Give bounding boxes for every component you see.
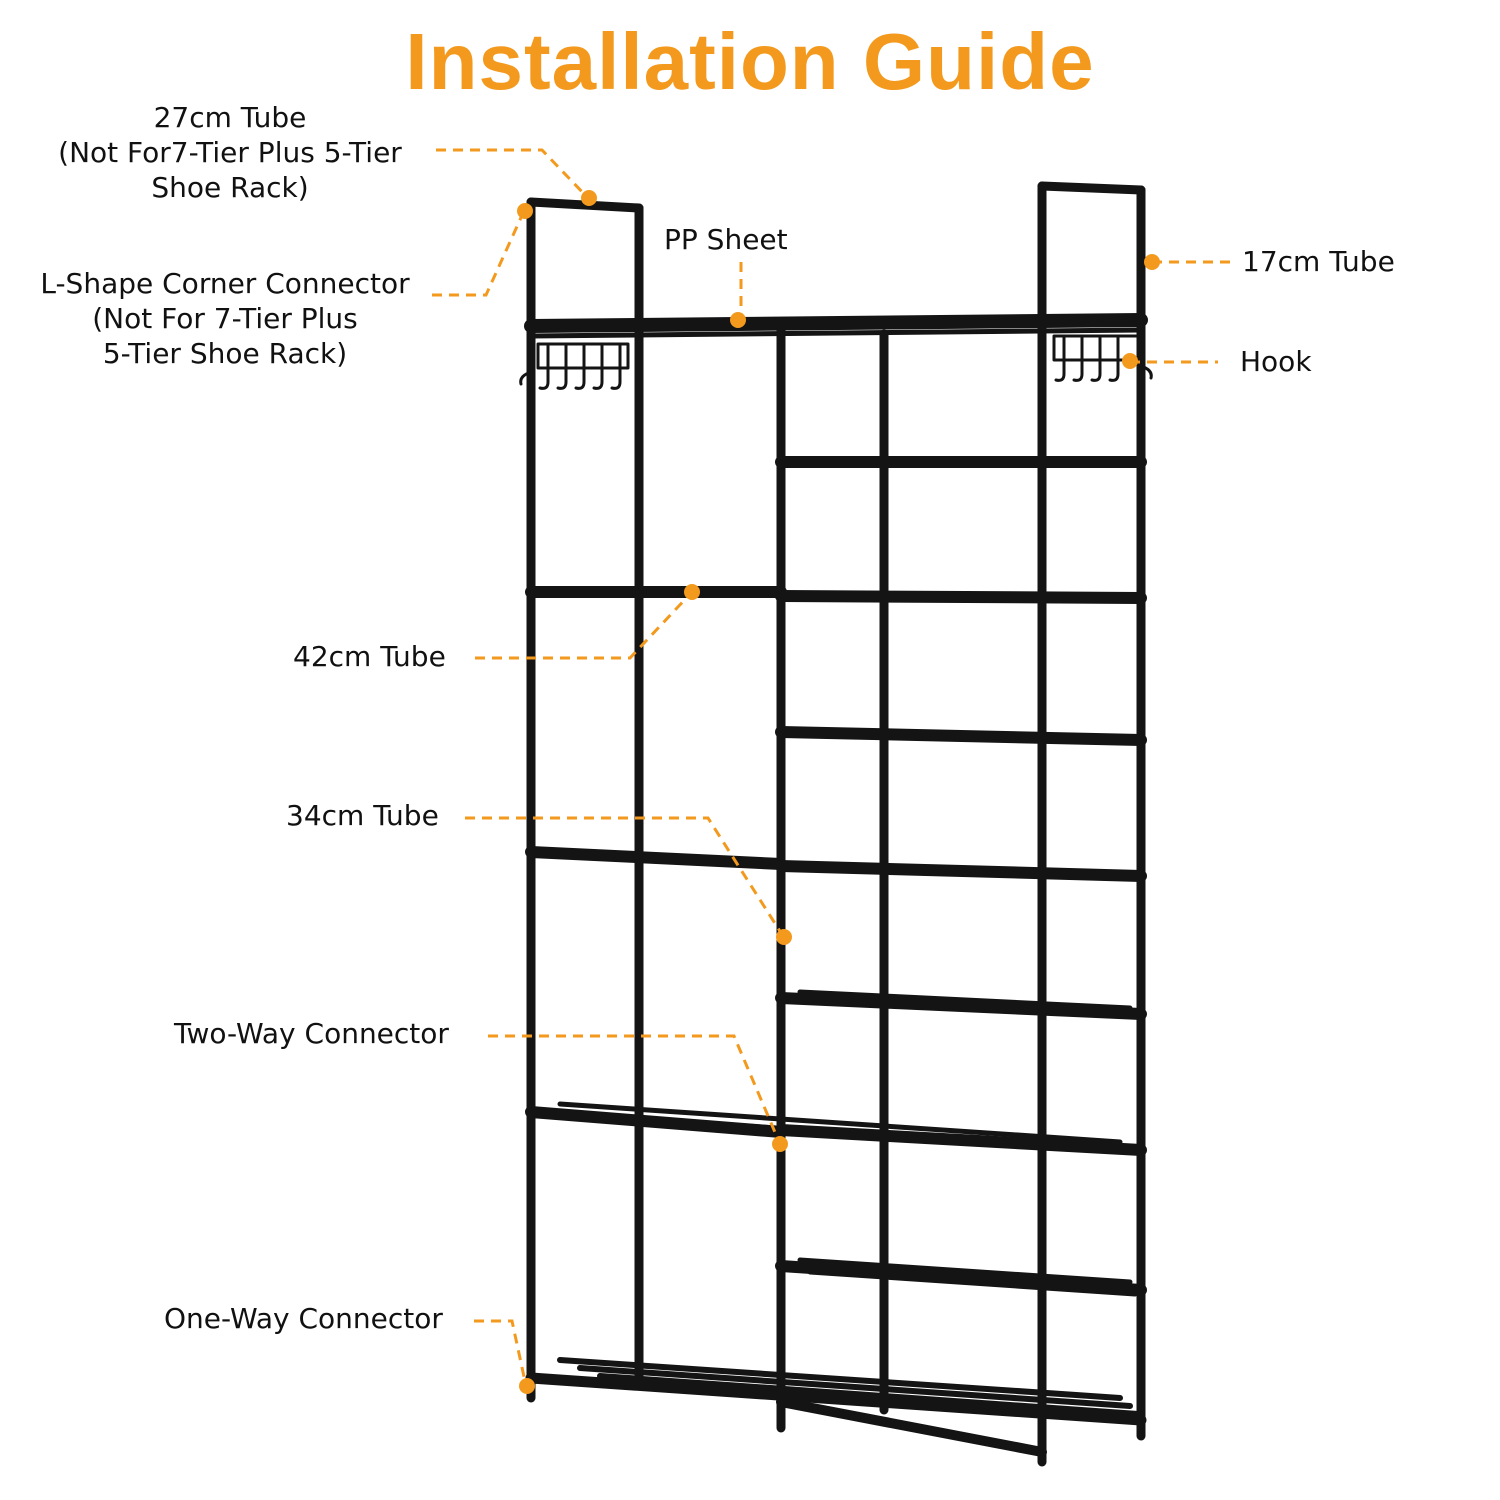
shelf-bar (797, 1257, 1133, 1285)
leader-34cm-tube (465, 816, 785, 937)
dot-hook (1122, 353, 1138, 369)
leader-27cm-tube (436, 148, 590, 200)
lower-shelf-bars (557, 989, 1138, 1297)
bottom-shelf-front-rail (525, 1372, 1147, 1426)
dot-27cm-tube (581, 190, 597, 206)
dot-34cm-tube (776, 929, 792, 945)
callout-leaders (432, 148, 1232, 1387)
hook-arm (1108, 334, 1120, 382)
dot-pp-sheet (730, 312, 746, 328)
bottom-shelf-bar (597, 1373, 1141, 1417)
shoe-rack-frame (519, 181, 1153, 1467)
right-hook (1052, 334, 1153, 382)
dot-42cm-tube (684, 584, 700, 600)
callout-line: Shoe Rack) (151, 171, 309, 204)
callout-two-way-connector: Two-Way Connector (174, 1017, 449, 1050)
right-top-tube (1037, 181, 1146, 195)
bottom-shelf-bar (557, 1357, 1123, 1401)
shelf-bar (807, 1269, 1138, 1297)
callout-42cm-tube: 42cm Tube (293, 640, 446, 673)
hook-arm (1054, 334, 1066, 382)
hook-arm (1090, 334, 1102, 382)
callout-pp-sheet: PP Sheet (664, 223, 788, 256)
hook-arm (592, 342, 604, 390)
shelf-bar (557, 1101, 1123, 1145)
top-shelf-front-rail (524, 313, 1148, 333)
right-shelf-3 (775, 590, 1147, 604)
bottom-shelf (525, 1357, 1147, 1457)
hook-arm (1072, 334, 1084, 382)
dot-17cm-tube (1144, 254, 1160, 270)
leader-two-way-connector (488, 1034, 782, 1145)
hook-arm (538, 342, 550, 390)
left-top-tube (526, 197, 644, 213)
callout-dots (517, 190, 1160, 1394)
callout-34cm-tube: 34cm Tube (286, 799, 439, 832)
leader-one-way-connector (474, 1319, 528, 1387)
callout-line: (Not For 7-Tier Plus (92, 302, 358, 335)
callout-27cm-tube: 27cm Tube (Not For7-Tier Plus 5-Tier Sho… (30, 100, 430, 205)
bottom-shelf-bar (577, 1365, 1133, 1409)
callout-one-way-connector: One-Way Connector (164, 1302, 443, 1335)
right-shelf-8 (775, 1260, 1147, 1296)
right-shelves (775, 456, 1147, 1296)
right-shelf-4 (775, 726, 1147, 746)
left-shelves (525, 586, 787, 1138)
top-handles (526, 181, 1146, 213)
shelf-bar (567, 1111, 1133, 1155)
shelf-bar (797, 989, 1133, 1011)
right-shelf-5 (775, 860, 1147, 882)
callout-l-shape-connector: L-Shape Corner Connector (Not For 7-Tier… (20, 266, 430, 371)
right-hook-frame (1052, 334, 1140, 362)
top-shelf-back-rail (528, 327, 1144, 339)
vertical-posts (526, 181, 1146, 1467)
leader-42cm-tube (475, 590, 694, 660)
dot-one-way-connector (519, 1378, 535, 1394)
callout-line: 5-Tier Shoe Rack) (102, 337, 348, 370)
callout-hook: Hook (1240, 345, 1312, 378)
hook-arm (610, 342, 622, 390)
hook-arm (519, 370, 533, 386)
callout-line: (Not For7-Tier Plus 5-Tier (58, 136, 402, 169)
left-shelf-3 (525, 846, 787, 870)
right-shelf-6 (775, 992, 1147, 1020)
left-hook (519, 342, 630, 390)
left-hook-frame (536, 342, 630, 370)
top-shelf (524, 313, 1148, 339)
callout-17cm-tube: 17cm Tube (1242, 245, 1395, 278)
leader-l-shape-connector (432, 210, 526, 297)
callout-line: L-Shape Corner Connector (40, 267, 410, 300)
dot-l-shape-connector (517, 203, 533, 219)
page-title: Installation Guide (405, 17, 1095, 106)
hook-arm (556, 342, 568, 390)
hook-arm (574, 342, 586, 390)
dot-two-way-connector (772, 1136, 788, 1152)
hook-arm (1139, 364, 1153, 380)
bottom-shelf-side-rail (776, 1397, 1047, 1457)
callout-line: 27cm Tube (153, 101, 307, 134)
